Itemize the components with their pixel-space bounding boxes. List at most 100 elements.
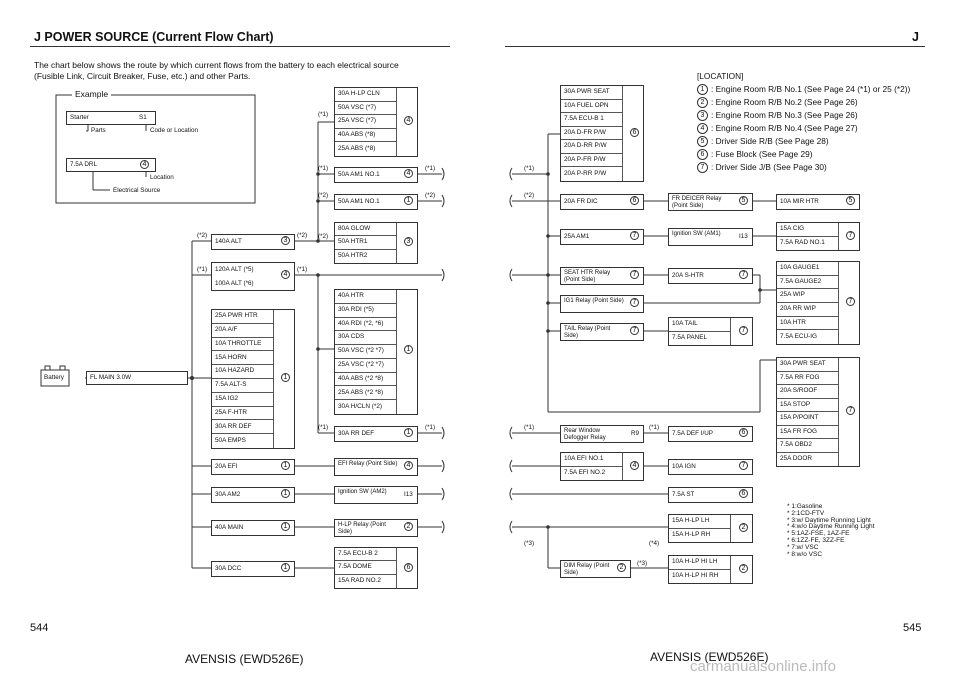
frdic-box: 20A FR DIC — [560, 194, 644, 210]
location-icon: 5 — [697, 136, 708, 147]
fuse-row: 10A H-LP HI RH — [669, 569, 731, 583]
note-label: (*1) — [297, 266, 308, 273]
note-label: (*3) — [637, 560, 648, 567]
am2-box: 30A AM2 — [211, 487, 295, 503]
dim-relay-box: DIM Relay (Point Side) — [560, 560, 631, 578]
note-label: (*1) — [197, 266, 208, 273]
legend-title: [LOCATION] — [697, 71, 744, 81]
defup-box: 7.5A DEF I/UP — [668, 426, 753, 442]
fuse-row: 30A H-LP CLN — [335, 88, 397, 102]
location-legend: [LOCATION] 1: Engine Room R/B No.1 (See … — [697, 70, 910, 174]
legend-item: 2: Engine Room R/B No.2 (See Page 26) — [697, 96, 910, 109]
note-label: (*2) — [425, 192, 436, 199]
seat-relay-box: SEAT HTR Relay (Point Side) — [560, 267, 644, 285]
example-drl-box: 7.5A DRL — [66, 158, 156, 172]
location-icon: 7 — [630, 298, 639, 307]
location-icon: 7 — [739, 270, 748, 279]
fuse-row: 20A D-RR P/W — [561, 140, 623, 154]
fuse-row: 25A VSC (*7) — [335, 115, 397, 129]
location-icon: 1 — [281, 373, 290, 382]
location-icon: 1 — [697, 84, 708, 95]
fuse-row: 7.5A ECU-B 2 — [335, 548, 397, 562]
fuse-row: 7.5A OBD2 — [777, 439, 839, 453]
am1-box: 25A AM1 — [560, 229, 644, 245]
left-header-rule — [30, 46, 450, 47]
example-parts-label: Parts — [91, 127, 106, 134]
location-icon: 1 — [404, 345, 413, 354]
fuse-row: 15A H-LP RH — [669, 528, 731, 542]
location-icon: 7 — [739, 326, 748, 335]
watermark: carmanualsonline.info — [690, 658, 836, 675]
note-label: (*3) — [524, 540, 535, 547]
location-icon: 4 — [404, 116, 413, 125]
fuse-row: 25A PWR HTR — [212, 310, 274, 324]
location-icon: 2 — [697, 97, 708, 108]
location-icon: 3 — [281, 236, 290, 245]
fuse-row: 80A GLOW — [335, 223, 397, 237]
battery-label: Battery — [44, 374, 64, 381]
location-icon: 4 — [404, 169, 413, 178]
note-label: (*2) — [297, 232, 308, 239]
location-icon: 6 — [739, 428, 748, 437]
fuse-row: 30A CDS — [335, 331, 397, 346]
legend-item: 1: Engine Room R/B No.1 (See Page 24 (*1… — [697, 83, 910, 96]
fuse-row: 10A EFI NO.1 — [561, 453, 623, 467]
note-label: (*2) — [318, 192, 329, 199]
note-label: (*2) — [524, 192, 535, 199]
fuse-row: 20A S/ROOF — [777, 385, 839, 399]
fuse-row: 30A RR DEF — [212, 420, 274, 435]
fuse-row: 10A GAUGE1 — [777, 262, 839, 276]
location-icon: 1 — [281, 563, 290, 572]
footnote: * 7:w/ VSC — [787, 543, 819, 551]
location-icon: 4 — [404, 461, 413, 470]
fl-main-box: FL MAIN 3.0W — [86, 371, 188, 385]
right-page-title: J — [912, 30, 919, 44]
fuse-row: 50A VSC (*2 *7) — [335, 345, 397, 359]
location-icon: 6 — [697, 149, 708, 160]
fuse-row: 20A P-RR P/W — [561, 167, 623, 181]
fuse-row: 20A A/F — [212, 323, 274, 338]
fuse-row: 50A HTR2 — [335, 249, 397, 263]
fuse-row: 40A HTR — [335, 290, 397, 304]
location-icon: 6 — [630, 128, 639, 137]
right-header-rule — [505, 46, 925, 47]
fuse-row: 15A P/POINT — [777, 412, 839, 426]
legend-item: 5: Driver Side R/B (See Page 28) — [697, 135, 910, 148]
note-label: (*4) — [649, 540, 660, 547]
location-icon: 1 — [281, 522, 290, 531]
location-icon: 7 — [846, 231, 855, 240]
fuse-row: 30A PWR SEAT — [561, 86, 623, 100]
mirhtr-box: 10A MIR HTR — [776, 194, 860, 210]
legend-item: 6: Fuse Block (See Page 29) — [697, 148, 910, 161]
page-number-left: 544 — [30, 622, 49, 634]
location-icon: 2 — [739, 523, 748, 532]
legend-item: 4: Engine Room R/B No.4 (See Page 27) — [697, 122, 910, 135]
footnote: * 8:w/o VSC — [787, 550, 823, 558]
intro-text: The chart below shows the route by which… — [34, 60, 399, 81]
location-icon: 3 — [697, 110, 708, 121]
fuse-row: 30A RDI (*5) — [335, 303, 397, 318]
fuse-row: 10A HTR — [777, 316, 839, 331]
footnote: * 4:w/o Daytime Running Light — [787, 523, 875, 531]
fuse-row: 7.5A GAUGE2 — [777, 275, 839, 290]
fuse-row: 7.5A ALT-S — [212, 378, 274, 393]
location-icon: 7 — [739, 461, 748, 470]
fuse-row: 10A H-LP HI LH — [669, 556, 731, 570]
rrdef-box: 30A RR DEF — [334, 426, 418, 442]
ig1-relay-box: IG1 Relay (Point Side) — [560, 295, 644, 313]
location-icon: 6 — [404, 563, 413, 572]
example-starter-box: Starter S1 — [66, 111, 156, 125]
book-code-left: AVENSIS (EWD526E) — [185, 652, 304, 666]
fuse-row: 20A P-FR P/W — [561, 153, 623, 168]
fuse-row: 25A F-HTR — [212, 406, 274, 421]
fuse-row: 7.5A ECU-IG — [777, 330, 839, 344]
left-page-title: J POWER SOURCE (Current Flow Chart) — [34, 30, 274, 44]
fuse-row: 7.5A RAD NO.1 — [777, 236, 839, 250]
note-label: (*1) — [318, 165, 329, 172]
am1b-box: 50A AM1 NO.1 — [334, 194, 418, 210]
note-label: (*1) — [425, 165, 436, 172]
fuse-row: 40A ABS (*8) — [335, 128, 397, 143]
